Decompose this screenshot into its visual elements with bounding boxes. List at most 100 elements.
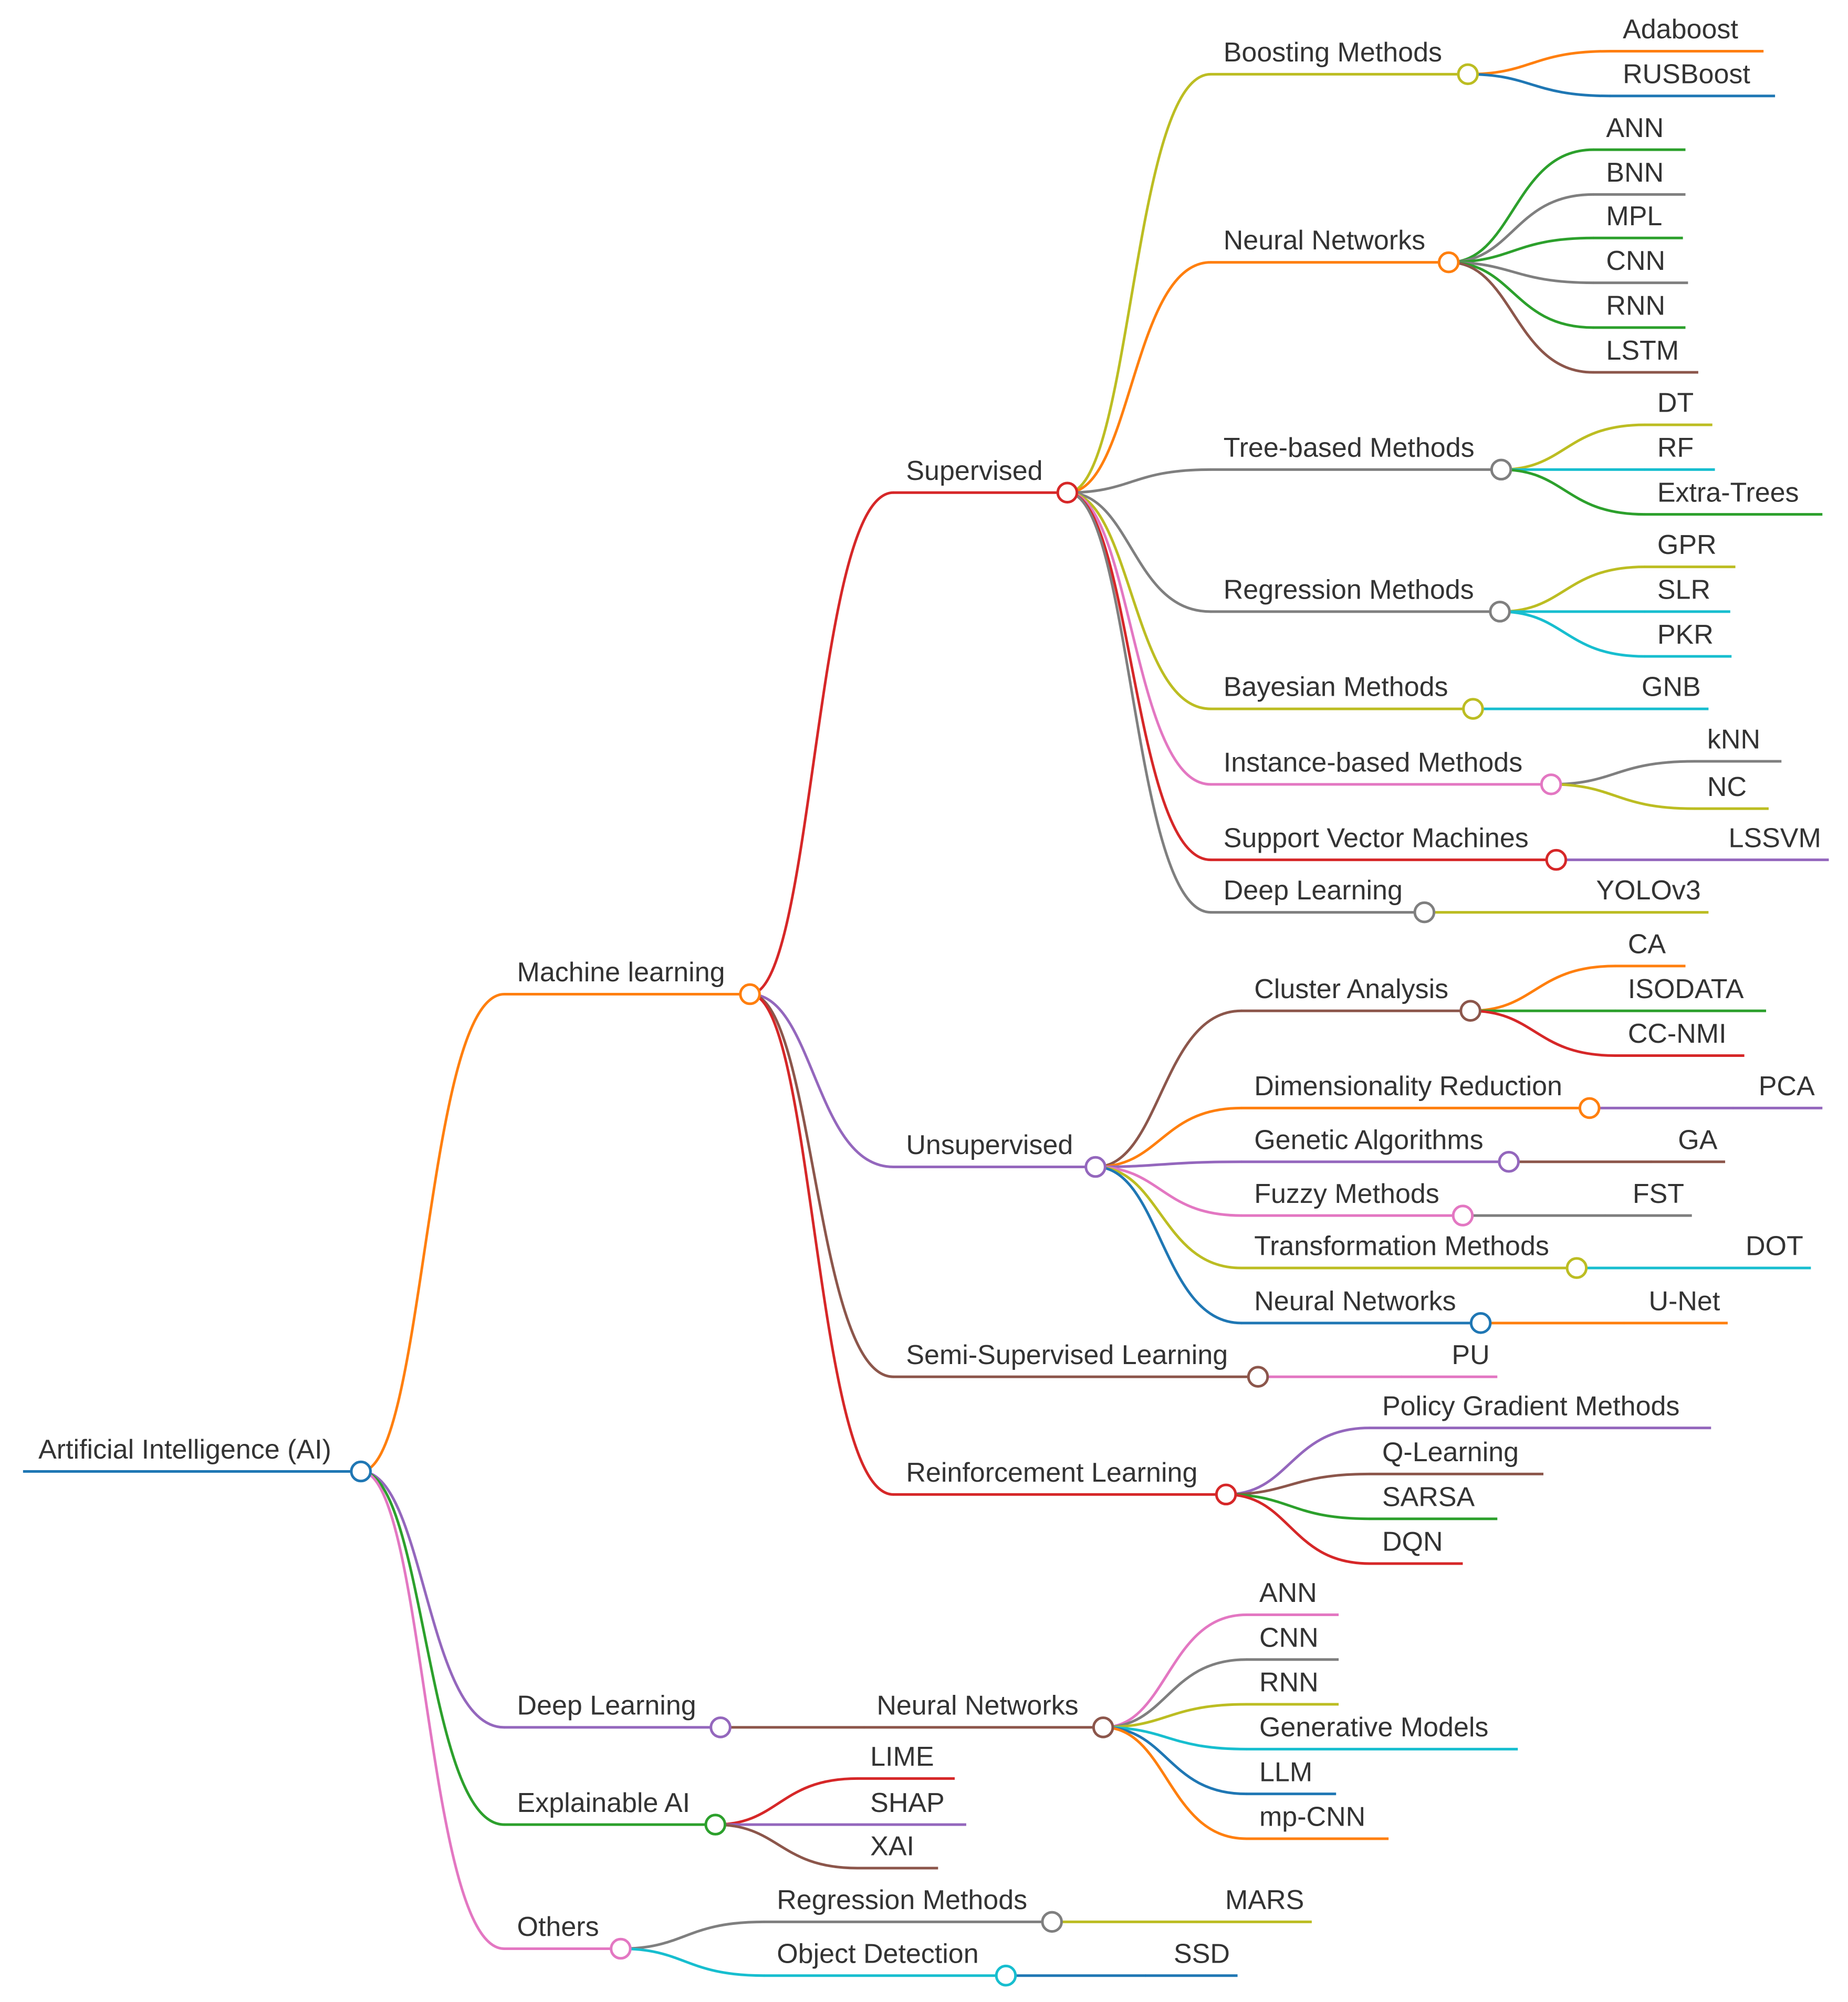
node-yolo[interactable]: YOLOv3 (1568, 875, 1709, 914)
node-ann1[interactable]: ANN (1593, 113, 1686, 151)
node-shap[interactable]: SHAP (857, 1788, 966, 1826)
node-lime[interactable]: LIME (857, 1742, 955, 1780)
node-unsup[interactable]: Unsupervised (893, 1130, 1106, 1178)
node-ql[interactable]: Q-Learning (1369, 1437, 1543, 1475)
toggle-unsup[interactable] (1084, 1156, 1106, 1178)
node-dl[interactable]: Deep Learning (504, 1691, 732, 1738)
node-fuzzy[interactable]: Fuzzy Methods (1241, 1179, 1474, 1227)
node-mpcnn[interactable]: mp-CNN (1246, 1802, 1389, 1840)
node-ml[interactable]: Machine learning (504, 957, 761, 1005)
node-boost[interactable]: Boosting Methods (1210, 37, 1479, 86)
node-ssd[interactable]: SSD (1145, 1938, 1238, 1977)
toggle-dl1[interactable] (1413, 901, 1436, 924)
toggle-tree[interactable] (1490, 458, 1512, 481)
node-knn[interactable]: kNN (1694, 725, 1782, 763)
toggle-inst[interactable] (1540, 773, 1562, 795)
node-rf[interactable]: RF (1644, 433, 1715, 471)
node-gpr[interactable]: GPR (1644, 530, 1736, 569)
toggle-xai[interactable] (704, 1814, 727, 1836)
node-ann2[interactable]: ANN (1246, 1578, 1339, 1616)
node-dot[interactable]: DOT (1718, 1231, 1811, 1270)
node-cluster[interactable]: Cluster Analysis (1241, 974, 1481, 1022)
node-nn3[interactable]: Neural Networks (863, 1691, 1114, 1738)
node-ca[interactable]: CA (1615, 929, 1686, 968)
edge-nn3-rnn2 (1102, 1703, 1248, 1729)
node-transf[interactable]: Transformation Methods (1241, 1231, 1588, 1279)
node-xai[interactable]: Explainable AI (504, 1788, 727, 1836)
node-objdet[interactable]: Object Detection (764, 1938, 1017, 1987)
node-ccnmi[interactable]: CC-NMI (1615, 1019, 1745, 1057)
toggle-genetic[interactable] (1498, 1151, 1520, 1173)
toggle-transf[interactable] (1565, 1257, 1588, 1279)
edge-nn1-mpl (1447, 236, 1595, 264)
toggle-nn1[interactable] (1437, 251, 1460, 274)
node-dimred[interactable]: Dimensionality Reduction (1241, 1071, 1601, 1119)
node-bayes[interactable]: Bayesian Methods (1210, 672, 1484, 720)
node-pu[interactable]: PU (1401, 1340, 1498, 1378)
node-mars[interactable]: MARS (1196, 1885, 1312, 1923)
node-mpl[interactable]: MPL (1593, 201, 1683, 239)
node-unet[interactable]: U-Net (1624, 1286, 1728, 1325)
node-nc[interactable]: NC (1694, 772, 1769, 810)
node-isodata[interactable]: ISODATA (1615, 974, 1767, 1012)
node-nn2[interactable]: Neural Networks (1241, 1286, 1492, 1334)
node-llm[interactable]: LLM (1246, 1757, 1337, 1796)
node-genetic[interactable]: Genetic Algorithms (1241, 1125, 1520, 1173)
toggle-boost[interactable] (1457, 63, 1479, 86)
node-dt[interactable]: DT (1644, 388, 1713, 426)
node-gnb[interactable]: GNB (1616, 672, 1709, 710)
node-dqn[interactable]: DQN (1369, 1527, 1463, 1565)
toggle-sup[interactable] (1056, 481, 1079, 504)
node-others[interactable]: Others (504, 1912, 632, 1960)
node-semi[interactable]: Semi-Supervised Learning (893, 1340, 1269, 1388)
toggle-nn2[interactable] (1469, 1312, 1492, 1334)
node-bnn[interactable]: BNN (1593, 158, 1686, 196)
node-pkr[interactable]: PKR (1644, 620, 1732, 658)
toggle-nn3[interactable] (1092, 1716, 1114, 1738)
node-rnn2[interactable]: RNN (1246, 1668, 1339, 1706)
node-rl[interactable]: Reinforcement Learning (893, 1458, 1237, 1506)
toggle-ml[interactable] (739, 983, 761, 1005)
node-extratrees[interactable]: Extra-Trees (1644, 477, 1823, 516)
node-svm[interactable]: Support Vector Machines (1210, 823, 1568, 871)
node-inst[interactable]: Instance-based Methods (1210, 747, 1562, 795)
node-lstm[interactable]: LSTM (1593, 336, 1698, 374)
toggle-svm[interactable] (1545, 848, 1568, 871)
toggle-objdet[interactable] (995, 1964, 1017, 1987)
node-rnn1[interactable]: RNN (1593, 290, 1686, 329)
toggle-dimred[interactable] (1578, 1097, 1601, 1119)
node-nn1[interactable]: Neural Networks (1210, 225, 1460, 274)
toggle-rl[interactable] (1215, 1483, 1237, 1506)
label-ann1: ANN (1606, 113, 1664, 143)
toggle-cluster[interactable] (1459, 1000, 1481, 1022)
node-ai[interactable]: Artificial Intelligence (AI) (23, 1434, 372, 1483)
node-cnn2[interactable]: CNN (1246, 1622, 1339, 1661)
node-pca[interactable]: PCA (1732, 1071, 1823, 1109)
node-sup[interactable]: Supervised (893, 456, 1079, 504)
toggle-reg2[interactable] (1041, 1911, 1063, 1933)
node-rusboost[interactable]: RUSBoost (1610, 59, 1776, 98)
node-cnn1[interactable]: CNN (1593, 246, 1688, 285)
toggle-reg1[interactable] (1489, 601, 1511, 623)
toggle-fuzzy[interactable] (1452, 1204, 1474, 1227)
node-sarsa[interactable]: SARSA (1369, 1482, 1498, 1521)
node-ga[interactable]: GA (1651, 1125, 1726, 1164)
node-dl1[interactable]: Deep Learning (1210, 875, 1436, 924)
node-reg2[interactable]: Regression Methods (764, 1885, 1063, 1933)
node-lssvm[interactable]: LSSVM (1698, 823, 1829, 862)
toggle-semi[interactable] (1247, 1366, 1269, 1388)
edge-rl-ql (1225, 1472, 1371, 1496)
toggle-dl[interactable] (709, 1716, 732, 1738)
label-unet: U-Net (1649, 1286, 1720, 1316)
node-genmodels[interactable]: Generative Models (1246, 1712, 1518, 1751)
node-fst[interactable]: FST (1604, 1179, 1692, 1217)
node-pg[interactable]: Policy Gradient Methods (1369, 1391, 1711, 1430)
toggle-bayes[interactable] (1462, 698, 1484, 720)
node-tree[interactable]: Tree-based Methods (1210, 433, 1512, 481)
node-adaboost[interactable]: Adaboost (1610, 14, 1764, 53)
toggle-others[interactable] (610, 1937, 632, 1960)
node-slr[interactable]: SLR (1644, 575, 1730, 613)
node-reg1[interactable]: Regression Methods (1210, 575, 1511, 623)
node-xai2[interactable]: XAI (857, 1831, 938, 1870)
toggle-ai[interactable] (350, 1460, 372, 1483)
